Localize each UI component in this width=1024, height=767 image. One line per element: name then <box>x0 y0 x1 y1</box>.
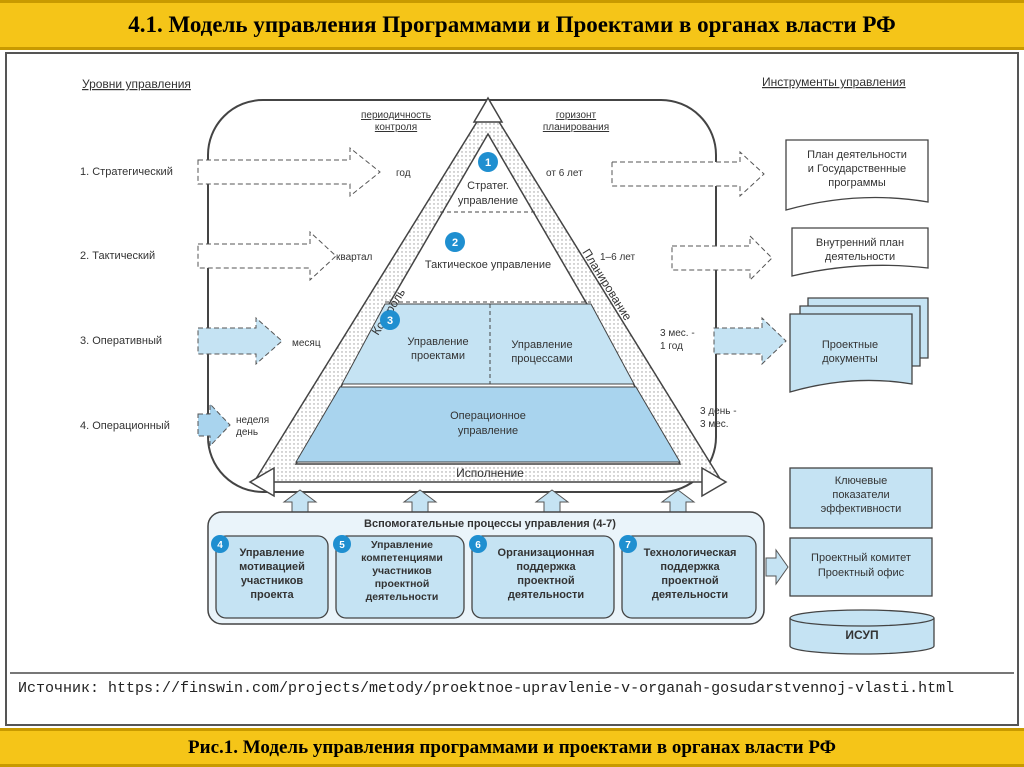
tools-header: Инструменты управления <box>762 75 906 89</box>
up-arrow-4 <box>660 489 696 513</box>
svg-text:7: 7 <box>625 540 631 551</box>
level-operative: 3. Оперативный <box>80 335 162 347</box>
arrow-tactical <box>197 230 337 282</box>
horizon-operative: 3 мес. -1 год <box>660 328 695 352</box>
management-model-diagram: Уровни управления Инструменты управления… <box>80 75 935 655</box>
up-arrow-3 <box>534 489 570 513</box>
horizon-operational: 3 день -3 мес. <box>700 406 737 430</box>
svg-text:1: 1 <box>485 157 491 169</box>
projects-processes-band <box>341 303 635 385</box>
badge-2: 2 <box>445 232 465 252</box>
svg-text:2: 2 <box>452 237 458 249</box>
arrow-tool-1 <box>611 150 765 198</box>
operational-band <box>295 386 681 463</box>
execution-label: Исполнение <box>456 466 524 480</box>
up-arrow-2 <box>402 489 438 513</box>
arrow-tool-3 <box>713 316 787 366</box>
horizon-tactical: 1–6 лет <box>600 252 636 263</box>
arrow-to-committee <box>765 548 789 586</box>
pyramid-tactical-label: Тактическое управление <box>425 259 551 271</box>
badge-3: 3 <box>380 310 400 330</box>
horizon-strategic: от 6 лет <box>546 168 583 179</box>
arrow-tool-2 <box>671 234 773 282</box>
badge-1: 1 <box>478 152 498 172</box>
svg-text:ИСУП: ИСУП <box>845 628 878 642</box>
content-frame <box>5 52 1019 726</box>
tool-isup-database: ИСУП <box>789 609 935 655</box>
level-tactical: 2. Тактический <box>80 250 155 262</box>
period-operative: месяц <box>292 338 321 349</box>
period-strategic: год <box>396 168 411 179</box>
arrow-operative <box>197 316 283 366</box>
level-operational: 4. Операционный <box>80 420 170 432</box>
source-line: Источник: https://finswin.com/projects/m… <box>10 672 1014 722</box>
arrow-strategic <box>197 146 381 198</box>
arrow-operational <box>197 402 231 448</box>
up-arrow-1 <box>282 489 318 513</box>
level-strategic: 1. Стратегический <box>80 166 173 178</box>
svg-text:3: 3 <box>387 315 393 327</box>
svg-text:5: 5 <box>339 540 345 551</box>
pyramid-strategic-label: Стратег.управление <box>458 180 518 207</box>
svg-text:4: 4 <box>217 540 223 551</box>
slide-title: 4.1. Модель управления Программами и Про… <box>0 0 1024 50</box>
levels-header: Уровни управления <box>82 77 191 91</box>
svg-text:6: 6 <box>475 540 481 551</box>
period-tactical: квартал <box>336 252 373 263</box>
support-title: Вспомогательные процессы управления (4-7… <box>364 518 616 530</box>
figure-caption: Рис.1. Модель управления программами и п… <box>0 728 1024 767</box>
